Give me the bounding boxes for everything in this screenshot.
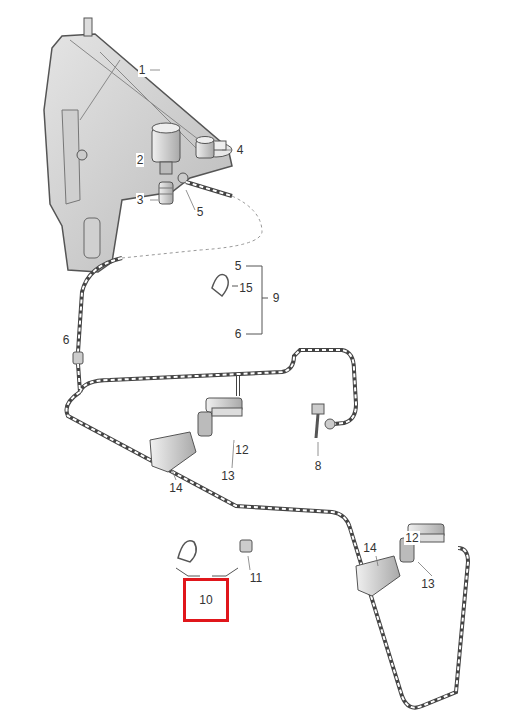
callout-number: 12: [234, 443, 249, 457]
callout-number: 3: [136, 193, 145, 207]
callout-number: 1: [138, 63, 147, 77]
nozzle-cap: [150, 432, 196, 472]
washer-pump: [152, 123, 180, 174]
callout-number: 5: [234, 259, 243, 273]
washer-fitting: [312, 404, 335, 438]
washer-reservoir: [44, 18, 232, 272]
callout-number: 4: [236, 143, 245, 157]
headlamp-washer-nozzle: [400, 524, 444, 562]
callout-number: 14: [362, 541, 377, 555]
callout-number: 5: [196, 205, 205, 219]
callout-number: 10: [199, 593, 212, 607]
callout-number: 14: [168, 481, 183, 495]
callout-number: 2: [136, 153, 145, 167]
callout-number: 6: [62, 333, 71, 347]
highlight-box: 10: [183, 578, 229, 622]
callout-number: 8: [314, 459, 323, 473]
hose-connector: [240, 540, 252, 552]
hose-network: [67, 350, 469, 708]
callout-number: 13: [420, 577, 435, 591]
callout-number: 11: [249, 571, 263, 585]
callout-number: 13: [220, 469, 235, 483]
callout-number: 6: [234, 327, 243, 341]
callout-number: 9: [272, 291, 281, 305]
callout-number: 15: [238, 281, 253, 295]
nozzle-cap: [356, 556, 400, 596]
callout-number: 12: [404, 531, 419, 545]
headlamp-washer-nozzle: [198, 398, 242, 436]
pump-grommet: [196, 137, 214, 159]
pump-seal: [159, 182, 173, 204]
